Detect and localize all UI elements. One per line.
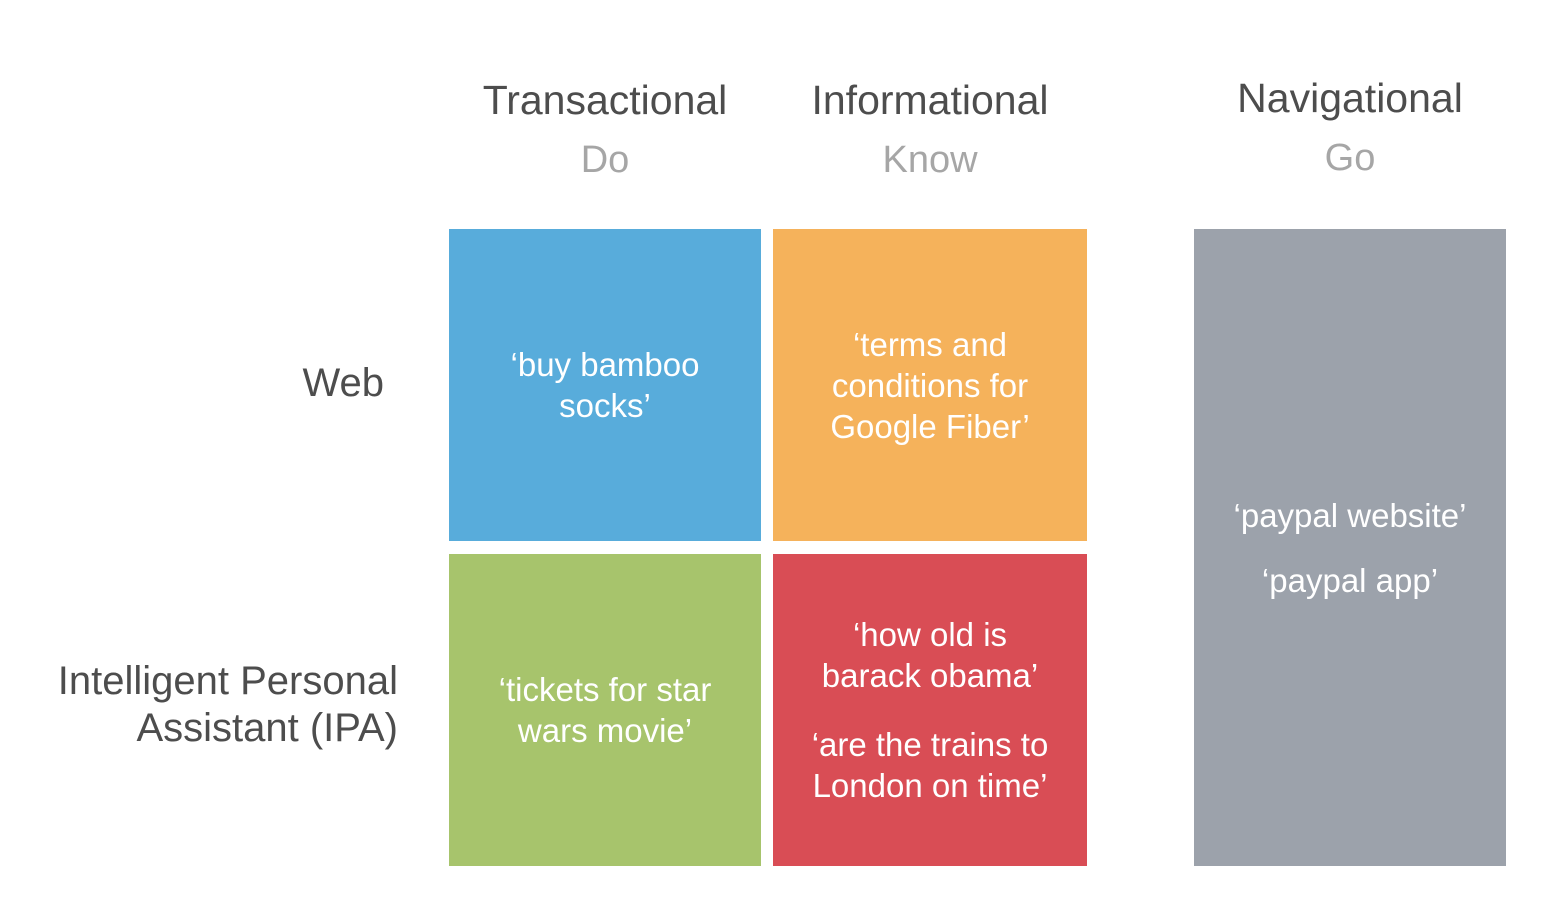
row-label-web: Web bbox=[302, 360, 384, 407]
column-subtitle: Know bbox=[882, 139, 978, 181]
row-label-text: Web bbox=[302, 361, 384, 405]
example-query: ‘paypal website’ bbox=[1233, 496, 1467, 534]
cell-web-transactional: ‘buy bamboo socks’ bbox=[449, 229, 761, 541]
example-query: ‘how old is barack obama’ bbox=[821, 616, 1039, 694]
column-title: Transactional bbox=[482, 77, 728, 123]
column-header-informational: Informational Know bbox=[773, 77, 1087, 181]
column-subtitle: Do bbox=[580, 139, 630, 181]
example-query: ‘tickets for star wars movie’ bbox=[498, 671, 712, 749]
example-query: ‘are the trains to London on time’ bbox=[811, 726, 1049, 804]
column-title: Navigational bbox=[1237, 75, 1463, 121]
cell-ipa-informational: ‘how old is barack obama’ ‘are the train… bbox=[773, 554, 1087, 866]
cell-navigational: ‘paypal website’ ‘paypal app’ bbox=[1194, 229, 1506, 866]
column-header-transactional: Transactional Do bbox=[449, 77, 761, 181]
row-label-line: Intelligent Personal bbox=[57, 659, 398, 703]
example-query: ‘buy bamboo socks’ bbox=[510, 346, 700, 424]
row-label-line: Assistant (IPA) bbox=[136, 706, 398, 751]
column-title: Informational bbox=[811, 77, 1049, 123]
column-header-navigational: Navigational Go bbox=[1194, 75, 1506, 179]
column-subtitle: Go bbox=[1324, 137, 1376, 179]
cell-ipa-transactional: ‘tickets for star wars movie’ bbox=[449, 554, 761, 866]
cell-web-informational: ‘terms and conditions for Google Fiber’ bbox=[773, 229, 1087, 541]
row-label-ipa: Intelligent Personal Assistant (IPA) bbox=[58, 658, 398, 752]
example-query: ‘paypal app’ bbox=[1261, 561, 1439, 599]
example-query: ‘terms and conditions for Google Fiber’ bbox=[830, 325, 1030, 445]
